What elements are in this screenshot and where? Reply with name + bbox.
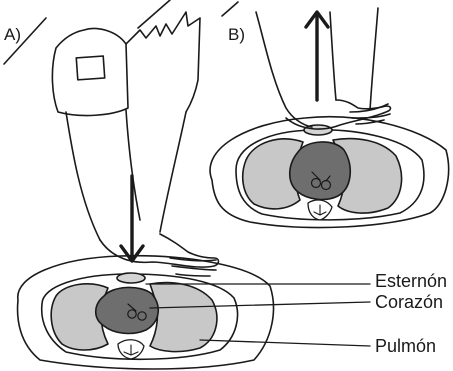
panel-b-heart (290, 142, 351, 200)
panel-b-rescuer-arm (256, 12, 312, 127)
panel-b-illustration (210, 8, 449, 228)
panel-a-label: A) (4, 26, 21, 43)
panel-a-heart (96, 287, 159, 333)
panel-a-shirt-sleeve (52, 29, 128, 116)
panel-b-label: B) (228, 26, 245, 43)
panel-a-rescuer-arm (160, 112, 186, 232)
panel-b-rescuer-arm (370, 8, 378, 110)
panel-a-frame-line (222, 2, 238, 16)
heart-label: Corazón (375, 293, 443, 311)
panel-a-frame-line (138, 0, 170, 28)
sternum-label: Esternón (375, 272, 447, 290)
panel-a-rescuer-hands (100, 234, 219, 267)
panel-b-rescuer-arm (330, 12, 336, 100)
panel-b-arrow-up (306, 12, 328, 100)
panel-a-shirt-edge (126, 12, 200, 112)
panel-b-rescuer-hands (286, 100, 391, 129)
lung-label: Pulmón (375, 337, 436, 355)
panel-a-right-lung (150, 283, 217, 352)
panel-a-sleeve-patch (76, 56, 104, 80)
panel-a-rescuer-arm (66, 112, 100, 240)
panel-a-sternum (117, 273, 145, 283)
